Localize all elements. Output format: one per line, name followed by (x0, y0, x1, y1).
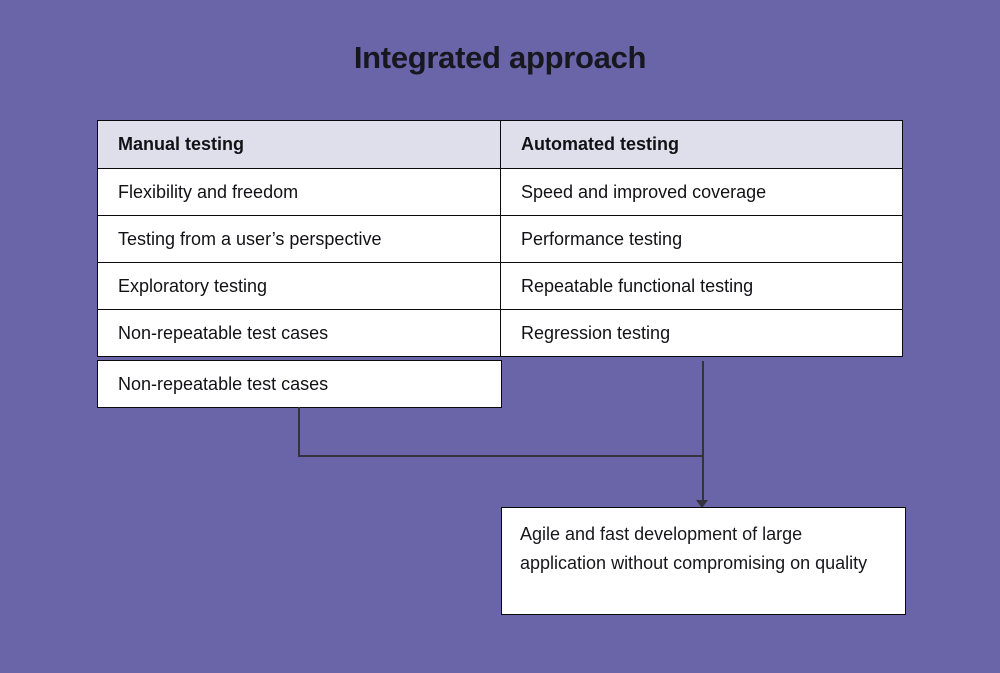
connector-line-to-result-box (702, 361, 704, 503)
table-row: Flexibility and freedom Speed and improv… (98, 168, 902, 215)
header-automated-testing: Automated testing (500, 121, 902, 168)
table-row: Testing from a user’s perspective Perfor… (98, 215, 902, 262)
arrow-down-icon (696, 500, 708, 508)
manual-cell-non-repeatable-extra: Non-repeatable test cases (97, 360, 502, 408)
automated-cell-repeatable-functional: Repeatable functional testing (500, 262, 902, 309)
header-manual-testing: Manual testing (98, 121, 500, 168)
automated-cell-regression: Regression testing (500, 309, 902, 356)
page-title: Integrated approach (353, 40, 647, 75)
testing-comparison-table: Manual testing Automated testing Flexibi… (97, 120, 903, 357)
manual-cell-non-repeatable: Non-repeatable test cases (98, 309, 500, 356)
manual-cell-flexibility: Flexibility and freedom (98, 168, 500, 215)
result-box: Agile and fast development of large appl… (501, 507, 906, 615)
table-row: Non-repeatable test cases Regression tes… (98, 309, 902, 356)
table-row: Exploratory testing Repeatable functiona… (98, 262, 902, 309)
connector-line-horizontal (298, 455, 704, 457)
table-header-row: Manual testing Automated testing (98, 121, 902, 168)
manual-cell-exploratory: Exploratory testing (98, 262, 500, 309)
manual-cell-user-perspective: Testing from a user’s perspective (98, 215, 500, 262)
automated-cell-performance: Performance testing (500, 215, 902, 262)
connector-line-from-manual-column (298, 407, 300, 457)
automated-cell-speed: Speed and improved coverage (500, 168, 902, 215)
